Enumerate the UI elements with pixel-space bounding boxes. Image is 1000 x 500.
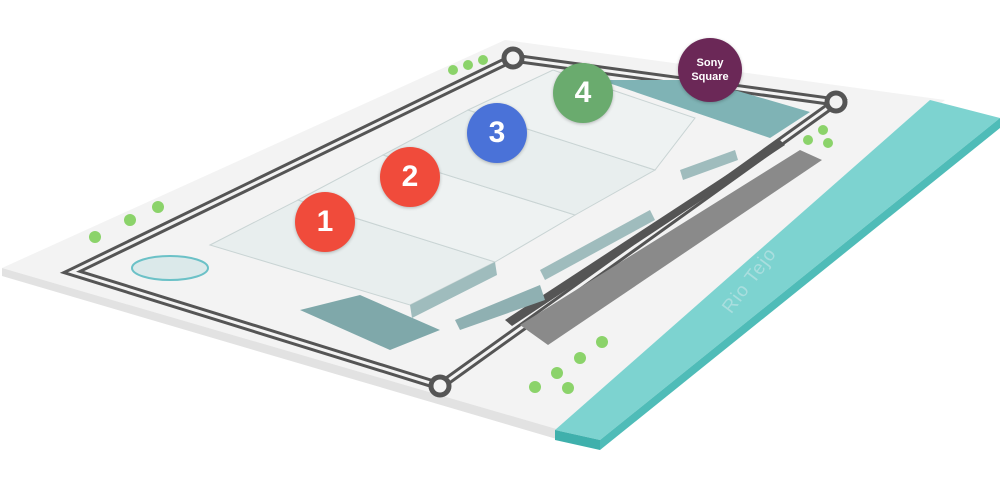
entrance-building [300,295,440,350]
hall-2-marker[interactable]: 2 [380,147,440,207]
hall-4-marker[interactable]: 4 [553,63,613,123]
river [555,100,1000,440]
road-east [505,140,785,326]
river-side [600,118,1000,450]
hall-1-marker[interactable]: 1 [295,192,355,252]
ground-edge [2,268,560,440]
trees [89,55,833,394]
sony-square-marker[interactable]: Sony Square [678,38,742,102]
hall-3-marker[interactable]: 3 [467,103,527,163]
parking-area [520,150,822,345]
road-roundabouts [428,46,848,398]
glass-building [600,80,810,138]
entrance-canopy [131,255,209,281]
river-edge [555,430,600,450]
